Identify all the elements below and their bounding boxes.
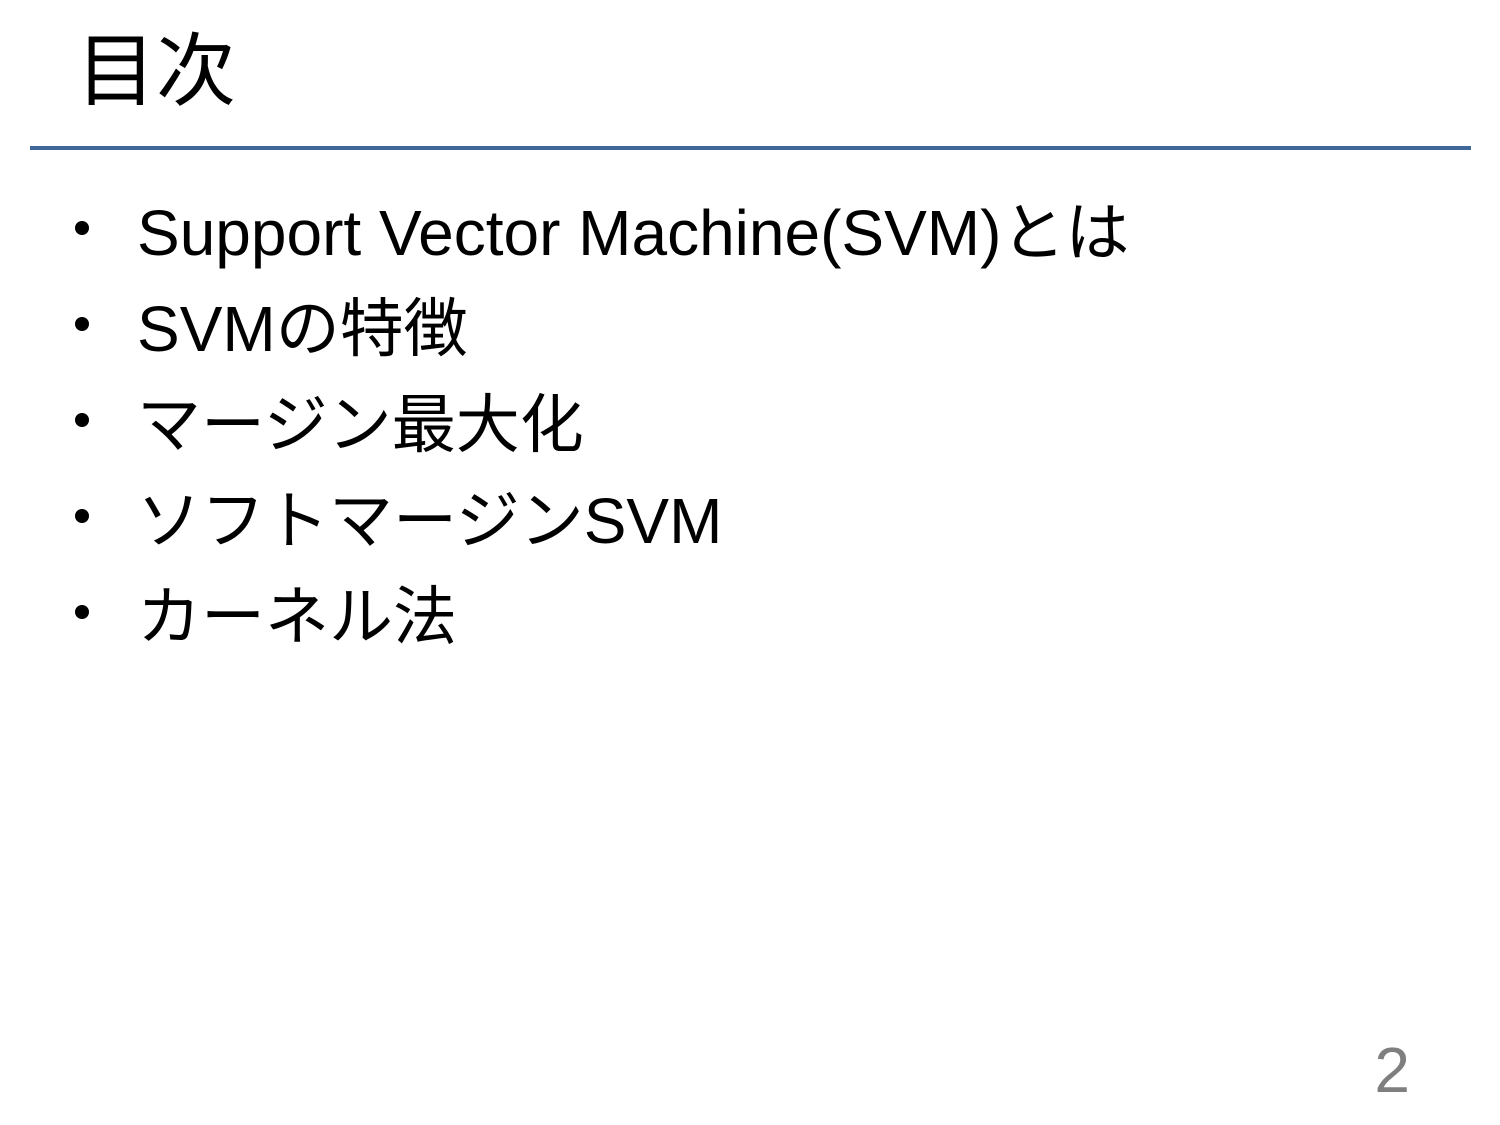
bullet-dot-icon <box>75 317 89 331</box>
bullet-item: Support Vector Machine(SVM)とは <box>70 180 1450 276</box>
bullet-item: カーネル法 <box>70 564 1450 660</box>
slide-title: 目次 <box>76 27 236 116</box>
bullet-text: Support Vector Machine(SVM)とは <box>137 197 1130 269</box>
bullet-dot-icon <box>75 221 89 235</box>
bullet-dot-icon <box>75 509 89 523</box>
title-divider <box>30 146 1471 150</box>
bullet-item: マージン最大化 <box>70 372 1450 468</box>
bullet-text: マージン最大化 <box>137 389 584 461</box>
bullet-text: ソフトマージンSVM <box>137 485 723 557</box>
bullet-item: ソフトマージンSVM <box>70 468 1450 564</box>
bullet-dot-icon <box>75 605 89 619</box>
page-number: 2 <box>1374 1034 1410 1106</box>
bullet-dot-icon <box>75 413 89 427</box>
bullet-item: SVMの特徴 <box>70 276 1450 372</box>
bullet-text: カーネル法 <box>137 581 457 653</box>
bullet-list: Support Vector Machine(SVM)とは SVMの特徴 マージ… <box>70 180 1450 660</box>
bullet-text: SVMの特徴 <box>137 293 468 365</box>
